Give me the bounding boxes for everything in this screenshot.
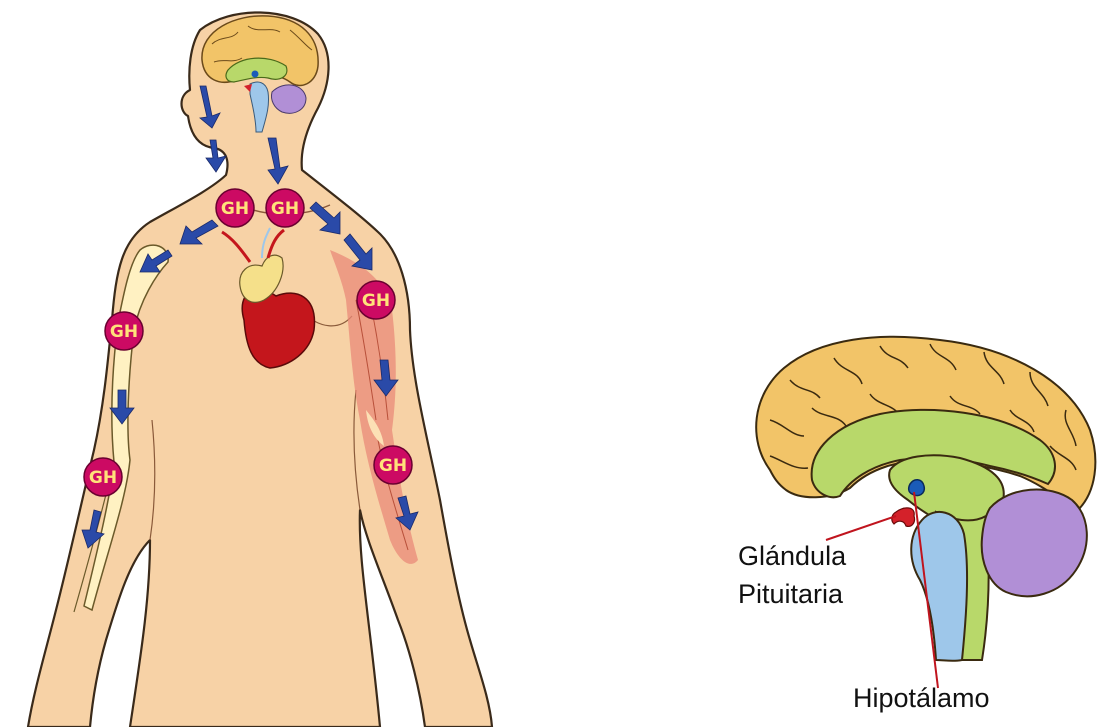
gh-badge-text: GH bbox=[89, 468, 117, 488]
gh-badge-text: GH bbox=[379, 456, 407, 476]
gh-badge-text: GH bbox=[221, 199, 249, 219]
gh-badge: GH bbox=[374, 446, 412, 484]
gh-badge: GH bbox=[216, 189, 254, 227]
gh-badge-text: GH bbox=[271, 199, 299, 219]
pituitary-label-line2: Pituitaria bbox=[738, 579, 843, 609]
pituitary-pointer bbox=[826, 516, 896, 540]
cerebellum bbox=[982, 490, 1087, 597]
gh-badge-text: GH bbox=[110, 322, 138, 342]
pituitary-label-line1: Glándula bbox=[738, 541, 846, 571]
gh-badge: GH bbox=[357, 281, 395, 319]
gh-badge-text: GH bbox=[362, 291, 390, 311]
hypothalamus-label: Hipotálamo bbox=[853, 683, 990, 713]
gh-badge: GH bbox=[84, 458, 122, 496]
brain-cross-section bbox=[756, 337, 1095, 688]
gh-badge: GH bbox=[105, 312, 143, 350]
hypothalamus bbox=[909, 480, 925, 496]
gh-badge: GH bbox=[266, 189, 304, 227]
